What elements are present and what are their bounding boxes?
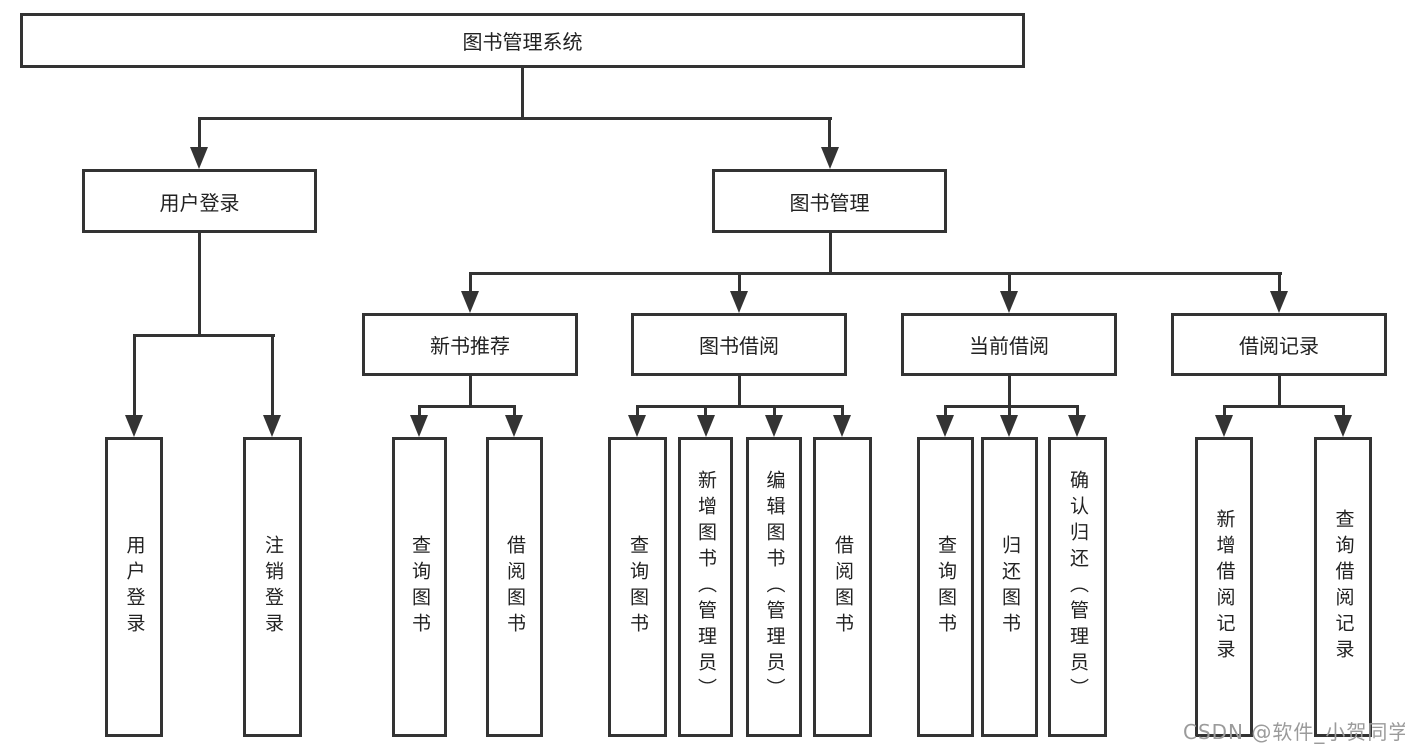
- connector-line: [636, 405, 639, 417]
- arrow-down-icon: [833, 415, 851, 437]
- connector-line: [828, 117, 831, 149]
- node-leaf-query-book-borrow: 查询图书: [608, 437, 667, 737]
- arrow-down-icon: [730, 291, 748, 313]
- node-leaf-add-book-admin: 新增图书（管理员）: [678, 437, 733, 737]
- node-leaf-edit-book-admin: 编辑图书（管理员）: [746, 437, 802, 737]
- connector-line: [1223, 405, 1345, 408]
- node-leaf-logout: 注销登录: [243, 437, 302, 737]
- connector-line: [738, 272, 741, 293]
- arrow-down-icon: [410, 415, 428, 437]
- arrow-down-icon: [263, 415, 281, 437]
- connector-line: [773, 405, 776, 417]
- arrow-down-icon: [697, 415, 715, 437]
- connector-line: [198, 233, 201, 337]
- node-book-borrow: 图书借阅: [631, 313, 847, 376]
- connector-line: [1278, 376, 1281, 408]
- arrow-down-icon: [190, 147, 208, 169]
- arrow-down-icon: [936, 415, 954, 437]
- arrow-down-icon: [505, 415, 523, 437]
- node-leaf-query-book-recommend: 查询图书: [392, 437, 447, 737]
- node-leaf-query-book-current: 查询图书: [917, 437, 974, 737]
- node-leaf-user-login: 用户登录: [105, 437, 163, 737]
- connector-line: [469, 272, 472, 293]
- connector-line: [1008, 376, 1011, 408]
- watermark-text: CSDN @软件_小贺同学: [1183, 720, 1405, 744]
- connector-line: [133, 334, 136, 417]
- connector-line: [418, 405, 516, 408]
- connector-line: [829, 233, 832, 275]
- connector-line: [1076, 405, 1079, 417]
- connector-line: [1278, 272, 1281, 293]
- node-root: 图书管理系统: [20, 13, 1025, 68]
- arrow-down-icon: [1270, 291, 1288, 313]
- node-leaf-add-borrow-record: 新增借阅记录: [1195, 437, 1253, 737]
- connector-line: [271, 334, 274, 417]
- node-current-borrow: 当前借阅: [901, 313, 1117, 376]
- connector-line: [1008, 272, 1011, 293]
- arrow-down-icon: [125, 415, 143, 437]
- connector-line: [636, 405, 844, 408]
- connector-line: [469, 376, 472, 408]
- node-leaf-query-borrow-record: 查询借阅记录: [1314, 437, 1372, 737]
- node-leaf-confirm-return-admin: 确认归还（管理员）: [1048, 437, 1107, 737]
- connector-line: [513, 405, 516, 417]
- node-new-book-recommend: 新书推荐: [362, 313, 578, 376]
- node-leaf-borrow-book-recommend: 借阅图书: [486, 437, 543, 737]
- node-book-management: 图书管理: [712, 169, 947, 233]
- connector-line: [133, 334, 275, 337]
- arrow-down-icon: [461, 291, 479, 313]
- connector-line: [469, 272, 1282, 275]
- arrow-down-icon: [1334, 415, 1352, 437]
- connector-line: [198, 117, 201, 149]
- arrow-down-icon: [1068, 415, 1086, 437]
- connector-line: [418, 405, 421, 417]
- arrow-down-icon: [1000, 415, 1018, 437]
- node-borrow-records: 借阅记录: [1171, 313, 1387, 376]
- arrow-down-icon: [1000, 291, 1018, 313]
- connector-line: [198, 117, 832, 120]
- node-leaf-borrow-book: 借阅图书: [813, 437, 872, 737]
- connector-line: [841, 405, 844, 417]
- arrow-down-icon: [1215, 415, 1233, 437]
- connector-line: [1008, 405, 1011, 417]
- connector-line: [944, 405, 1079, 408]
- arrow-down-icon: [628, 415, 646, 437]
- arrow-down-icon: [765, 415, 783, 437]
- connector-line: [1342, 405, 1345, 417]
- connector-line: [1223, 405, 1226, 417]
- arrow-down-icon: [821, 147, 839, 169]
- connector-line: [521, 68, 524, 119]
- node-leaf-return-book: 归还图书: [981, 437, 1038, 737]
- connector-line: [944, 405, 947, 417]
- connector-line: [738, 376, 741, 408]
- node-user-login: 用户登录: [82, 169, 317, 233]
- connector-line: [704, 405, 707, 417]
